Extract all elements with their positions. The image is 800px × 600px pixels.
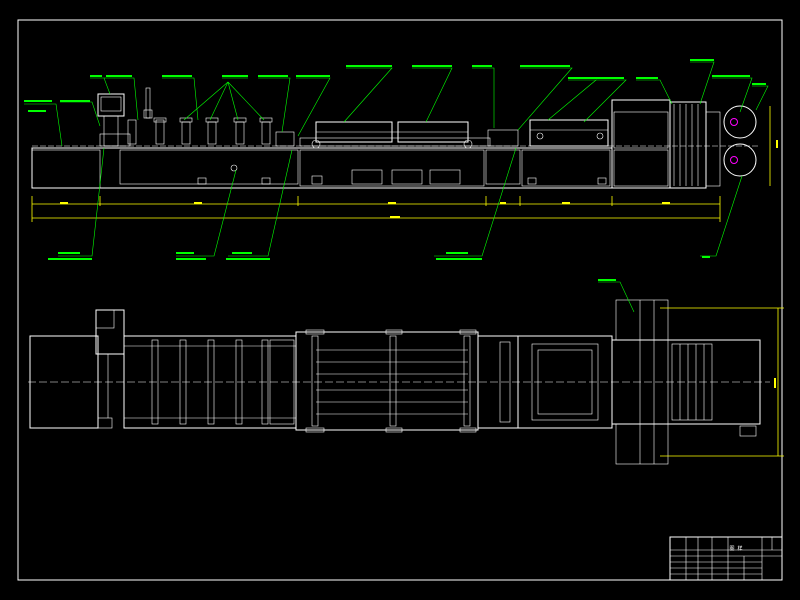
plan-forming-rolls [124,339,296,425]
plan-drying-section [295,331,479,431]
title-block: 图 样 [669,536,783,581]
callout-leaders-bottom [58,147,743,257]
callout-labels [24,59,766,260]
plan-entry-table [29,335,99,429]
sizing-section [487,119,609,147]
entry-table [31,149,101,189]
dimension-line-top [31,106,778,222]
plan-drying-racks [305,329,477,433]
elevation-view [24,59,778,260]
drying-oven [299,121,491,149]
winding-roll-upper [723,105,757,139]
sizing-frame [521,149,611,187]
plan-control-cabinet [95,309,125,355]
forming-frame [119,149,299,185]
drying-frame [299,149,485,187]
callout-leaders-top [24,61,769,147]
forming-stands [99,117,295,147]
plan-winding-section [611,339,761,425]
drawing-border [17,19,783,581]
title-block-name: 图 样 [729,545,742,552]
winding-roll-lower [723,143,757,177]
control-monitor [97,93,125,117]
winding-unit [611,99,757,189]
plan-view [28,279,784,465]
